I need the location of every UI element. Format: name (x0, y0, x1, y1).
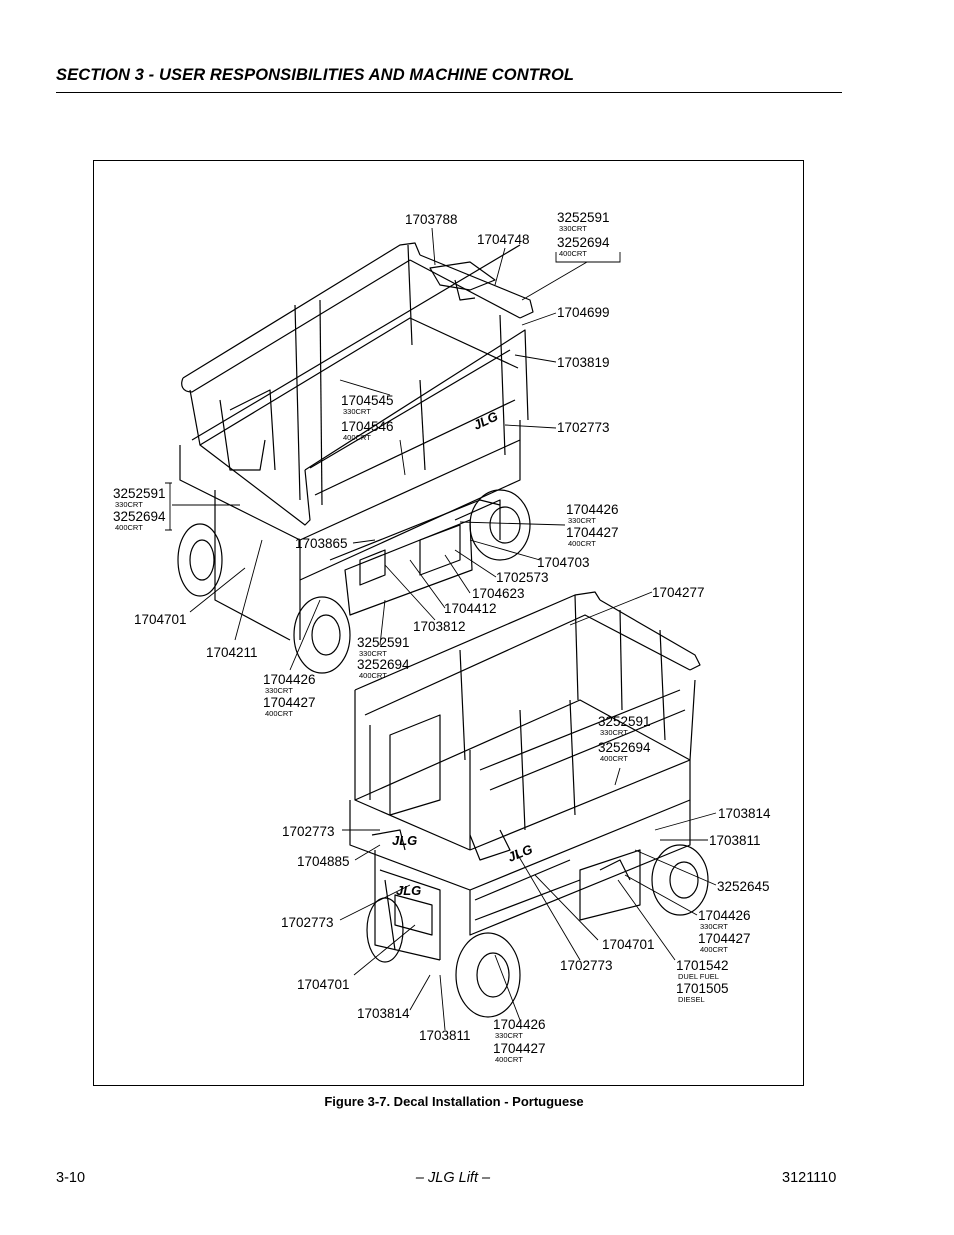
callout-1704701: 1704701 (134, 612, 187, 627)
callout-1701505: 1701505 (676, 981, 729, 996)
callout-model-note: DUEL FUEL (678, 972, 719, 981)
callout-1703812: 1703812 (413, 619, 466, 634)
callout-3252694: 3252694 (598, 740, 651, 755)
callout-1704211: 1704211 (206, 645, 258, 660)
callout-model-note: 330CRT (559, 224, 587, 233)
callout-model-note: 400CRT (700, 945, 728, 954)
callout-model-note: 330CRT (115, 500, 143, 509)
callout-1703819: 1703819 (557, 355, 610, 370)
callout-1704699: 1704699 (557, 305, 610, 320)
callout-3252645: 3252645 (717, 879, 770, 894)
callout-1704426: 1704426 (698, 908, 751, 923)
callout-1703814: 1703814 (357, 1006, 410, 1021)
callout-model-note: 330CRT (343, 407, 371, 416)
callout-3252694: 3252694 (557, 235, 610, 250)
callout-3252591: 3252591 (113, 486, 166, 501)
callout-1704427: 1704427 (698, 931, 751, 946)
callout-1702573: 1702573 (496, 570, 549, 585)
callout-model-note: 330CRT (700, 922, 728, 931)
section-title: SECTION 3 - USER RESPONSIBILITIES AND MA… (56, 66, 575, 84)
callout-1703788: 1703788 (405, 212, 458, 227)
section-header: SECTION 3 - USER RESPONSIBILITIES AND MA… (56, 64, 842, 93)
callout-1704426: 1704426 (493, 1017, 546, 1032)
callout-1702773: 1702773 (282, 824, 335, 839)
leader-lines (165, 227, 717, 1031)
callout-model-note: 400CRT (115, 523, 143, 532)
callout-1704427: 1704427 (263, 695, 316, 710)
callout-model-note: 330CRT (359, 649, 387, 658)
callout-1704701: 1704701 (297, 977, 350, 992)
callout-model-note: 330CRT (568, 516, 596, 525)
callout-model-note: 330CRT (265, 686, 293, 695)
callout-1703814: 1703814 (718, 806, 771, 821)
callout-1704703: 1704703 (537, 555, 590, 570)
footer-center: – JLG Lift – (0, 1170, 954, 1186)
callout-1703811: 1703811 (419, 1028, 471, 1043)
callout-1701542: 1701542 (676, 958, 729, 973)
figure-frame (93, 160, 804, 1086)
jlg-logo-lower-left: JLG (392, 833, 417, 848)
callout-1703811: 1703811 (709, 833, 761, 848)
callout-1702773: 1702773 (281, 915, 334, 930)
jlg-logo-engine-door: JLG (396, 883, 421, 898)
callout-1704277: 1704277 (652, 585, 705, 600)
callout-3252591: 3252591 (557, 210, 610, 225)
callout-model-note: 400CRT (568, 539, 596, 548)
callout-1704701: 1704701 (602, 937, 655, 952)
callout-model-note: 400CRT (359, 671, 387, 680)
callout-1704426: 1704426 (566, 502, 619, 517)
footer-brand: – JLG Lift – (415, 1170, 491, 1186)
callout-3252591: 3252591 (598, 714, 651, 729)
callout-model-note: 400CRT (495, 1055, 523, 1064)
figure-caption: Figure 3-7. Decal Installation - Portugu… (0, 1094, 954, 1109)
callout-1704623: 1704623 (472, 586, 525, 601)
callout-model-note: 400CRT (265, 709, 293, 718)
jlg-logo-upper: JLG (471, 408, 500, 432)
callout-model-note: 400CRT (559, 249, 587, 258)
callout-model-note: 330CRT (495, 1031, 523, 1040)
lower-machine-drawing (349, 591, 709, 1018)
callout-3252694: 3252694 (113, 509, 166, 524)
callout-1702773: 1702773 (560, 958, 613, 973)
callout-model-note: 400CRT (343, 433, 371, 442)
callout-1704546: 1704546 (341, 419, 394, 434)
callout-1704885: 1704885 (297, 854, 350, 869)
callout-1704427: 1704427 (566, 525, 619, 540)
callout-model-note: DIESEL (678, 995, 705, 1004)
doc-number: 3121110 (782, 1170, 837, 1186)
callout-3252694: 3252694 (357, 657, 410, 672)
callout-1704412: 1704412 (444, 601, 497, 616)
upper-machine-drawing (177, 242, 534, 674)
callout-model-note: 330CRT (600, 728, 628, 737)
figure-caption-text: Figure 3-7. Decal Installation - Portugu… (324, 1094, 584, 1109)
callout-model-note: 400CRT (600, 754, 628, 763)
callout-1704545: 1704545 (341, 393, 394, 408)
page-number: 3-10 (56, 1170, 86, 1186)
callout-1702773: 1702773 (557, 420, 610, 435)
jlg-logo-lower-side: JLG (506, 841, 535, 864)
callout-1704748: 1704748 (477, 232, 530, 247)
callout-1704427: 1704427 (493, 1041, 546, 1056)
callout-1704426: 1704426 (263, 672, 316, 687)
callout-3252591: 3252591 (357, 635, 410, 650)
callout-1703865: 1703865 (295, 536, 348, 551)
